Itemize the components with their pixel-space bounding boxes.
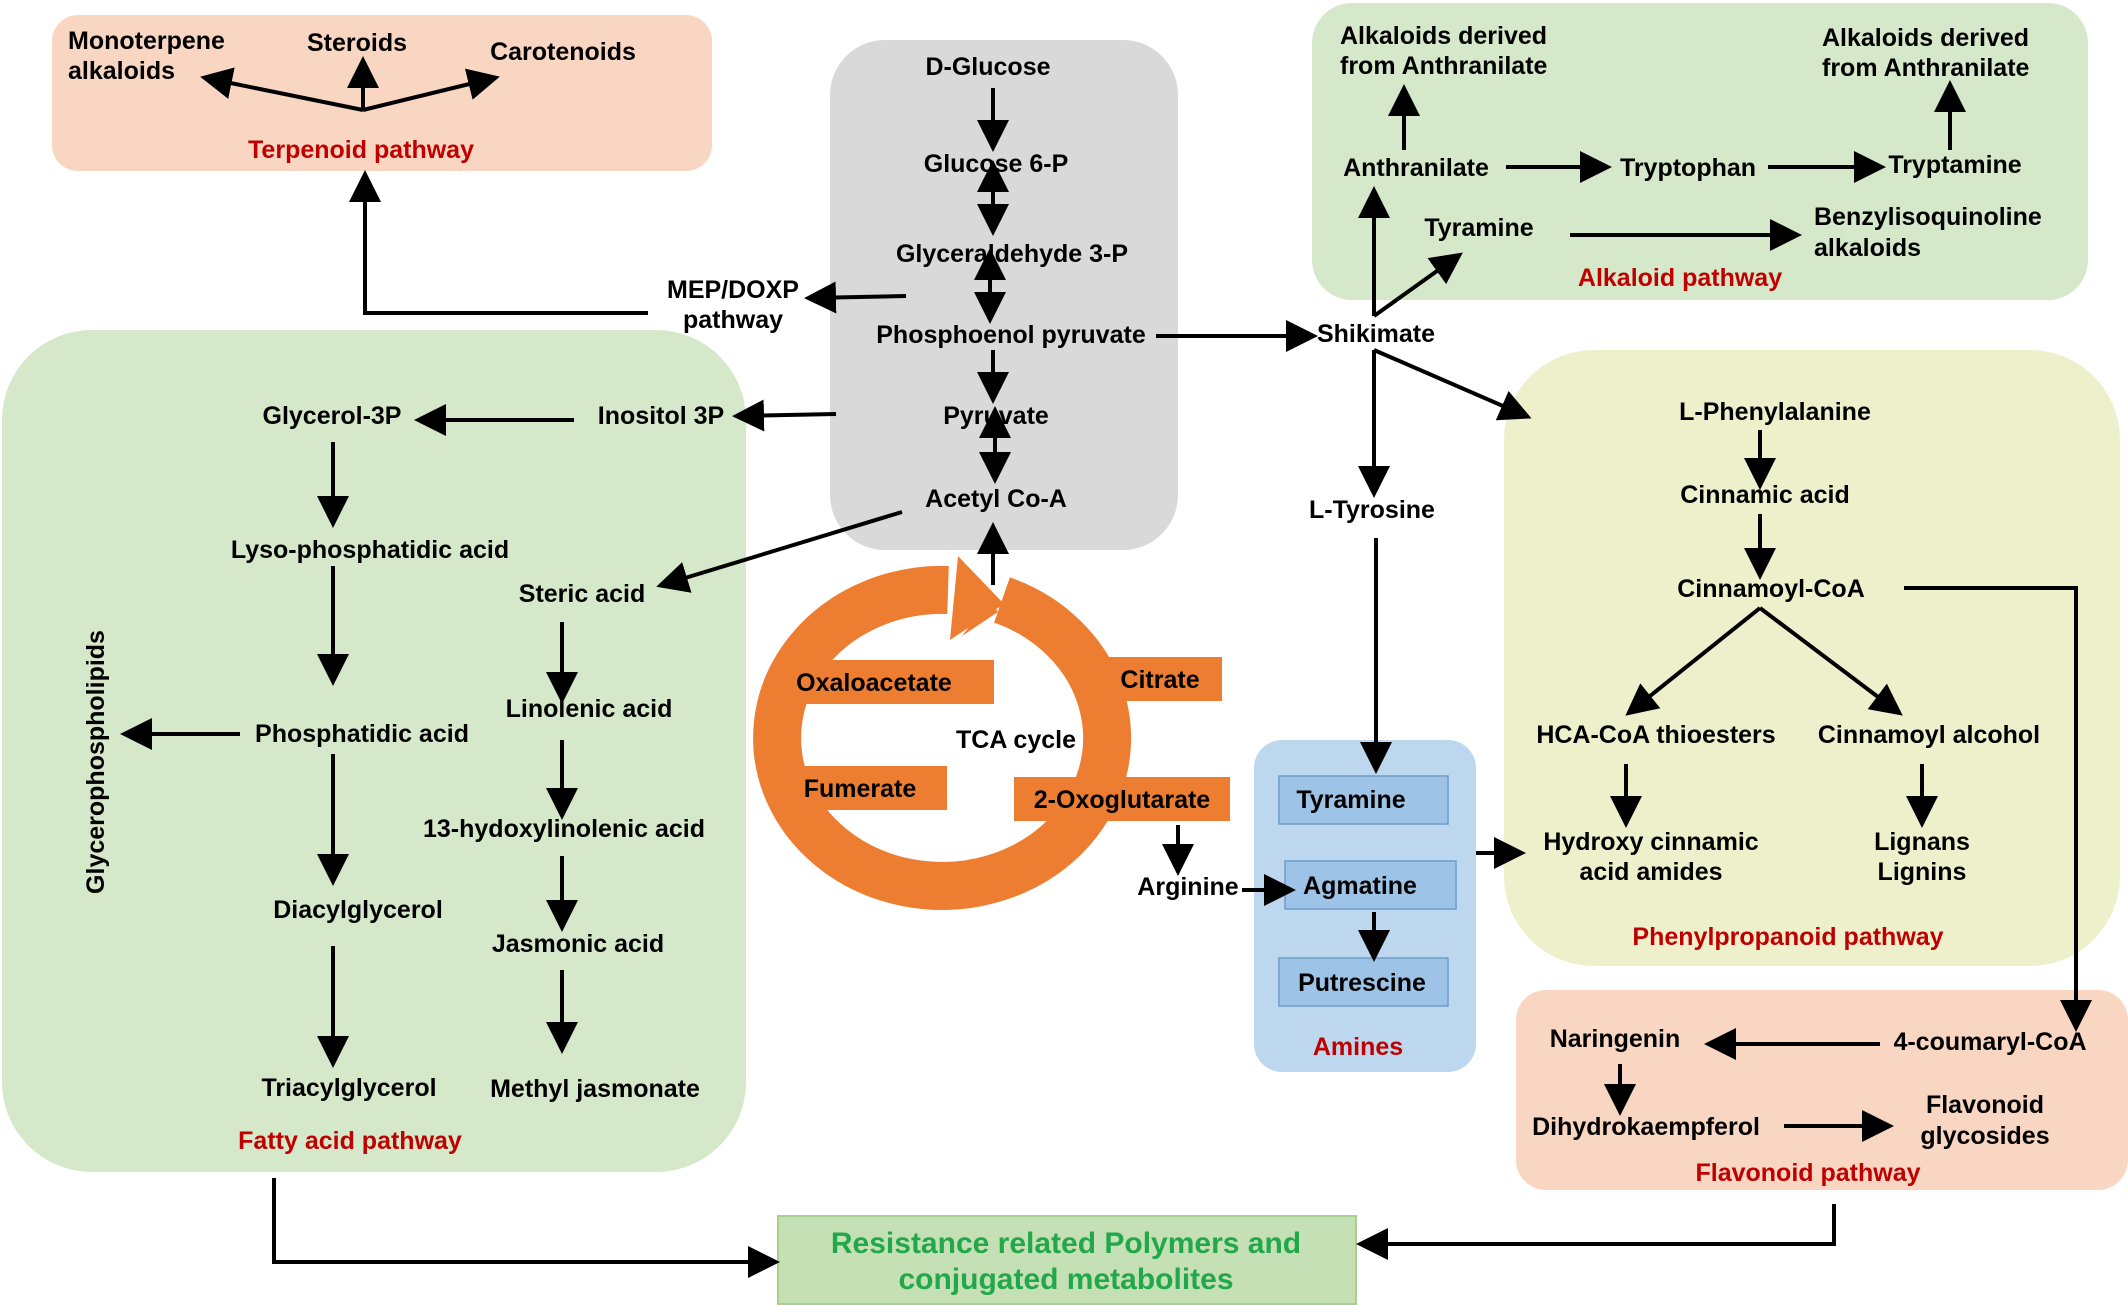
citrate-label: Citrate	[1120, 666, 1199, 694]
shikimate-label: Shikimate	[1317, 320, 1435, 348]
mep-doxp-label-1: MEP/DOXP	[667, 276, 799, 304]
alkaloids-derived-right-2: from Anthranilate	[1822, 54, 2030, 82]
dihydrokaempferol-label: Dihydrokaempferol	[1532, 1113, 1760, 1141]
benzylisoquinoline-label-2: alkaloids	[1814, 234, 1921, 262]
l-tyrosine-label: L-Tyrosine	[1309, 496, 1435, 524]
methyl-jasmonate-label: Methyl jasmonate	[490, 1075, 700, 1103]
carotenoids-label: Carotenoids	[490, 38, 636, 66]
tca-cycle-ring	[753, 556, 1132, 910]
cinnamic-acid-label: Cinnamic acid	[1680, 481, 1850, 509]
glyceraldehyde-3p-label: Glyceraldehyde 3-P	[896, 240, 1128, 268]
lignins-label: Lignins	[1878, 858, 1967, 886]
lignans-label: Lignans	[1874, 828, 1970, 856]
steric-acid-label: Steric acid	[519, 580, 645, 608]
resistance-label-2: conjugated metabolites	[898, 1263, 1233, 1296]
phenylpropanoid-pathway-box	[1504, 350, 2120, 966]
oxaloacetate-box	[778, 660, 994, 704]
glycerol-3p-label: Glycerol-3P	[263, 402, 402, 430]
tca-cycle-label: TCA cycle	[956, 726, 1076, 754]
alkaloid-pathway-title: Alkaloid pathway	[1578, 264, 1782, 292]
amine-tyramine-box	[1278, 775, 1449, 825]
amines-title: Amines	[1313, 1033, 1403, 1061]
cinnamoyl-alcohol-label: Cinnamoyl alcohol	[1818, 721, 2040, 749]
alkaloids-derived-left-2: from Anthranilate	[1340, 52, 1548, 80]
amine-putrescine-box	[1278, 957, 1449, 1007]
citrate-box	[1100, 657, 1222, 701]
inositol-3p-label: Inositol 3P	[598, 402, 724, 430]
fatty-acid-pathway-title: Fatty acid pathway	[238, 1127, 462, 1155]
oxaloacetate-label: Oxaloacetate	[796, 669, 952, 697]
d-glucose-label: D-Glucose	[925, 53, 1050, 81]
fumerate-box	[785, 766, 947, 810]
lyso-phosphatidic-acid-label: Lyso-phosphatidic acid	[231, 536, 509, 564]
oxoglutarate-label: 2-Oxoglutarate	[1034, 786, 1211, 814]
arrows	[120, 56, 2092, 1278]
terpenoid-pathway-box	[52, 15, 712, 171]
triacylglycerol-label: Triacylglycerol	[261, 1074, 436, 1102]
flavonoid-glycosides-label-2: glycosides	[1920, 1122, 2049, 1150]
tryptamine-label: Tryptamine	[1888, 151, 2021, 179]
acetyl-coa-label: Acetyl Co-A	[925, 485, 1067, 513]
glucose-6p-label: Glucose 6-P	[924, 150, 1069, 178]
cinnamoyl-coa-label: Cinnamoyl-CoA	[1677, 575, 1865, 603]
phenylpropanoid-pathway-title: Phenylpropanoid pathway	[1632, 923, 1943, 951]
monoterpene-label-1: Monoterpene	[68, 27, 225, 55]
linolenic-acid-label: Linolenic acid	[506, 695, 673, 723]
steroids-label: Steroids	[307, 29, 407, 57]
amine-tyramine-label: Tyramine	[1296, 786, 1405, 814]
l-phenylalanine-label: L-Phenylalanine	[1679, 398, 1871, 426]
pyruvate-label: Pyruvate	[943, 402, 1049, 430]
13-hydroxylinolenic-acid-label: 13-hydoxylinolenic acid	[423, 815, 705, 843]
resistance-label-1: Resistance related Polymers and	[831, 1227, 1301, 1260]
glycerophospholipids-label: Glycerophospholipids	[82, 630, 110, 894]
alkaloids-derived-right-1: Alkaloids derived	[1822, 24, 2029, 52]
arginine-label: Arginine	[1137, 873, 1238, 901]
hca-coa-thioesters-label: HCA-CoA thioesters	[1536, 721, 1775, 749]
alkaloids-derived-left-1: Alkaloids derived	[1340, 22, 1547, 50]
flavonoid-pathway-box	[1516, 990, 2128, 1190]
hydroxy-cinnamic-label-2: acid amides	[1579, 858, 1722, 886]
hydroxy-cinnamic-label-1: Hydroxy cinnamic	[1543, 828, 1758, 856]
flavonoid-glycosides-label-1: Flavonoid	[1926, 1091, 2044, 1119]
amine-agmatine-label: Agmatine	[1303, 872, 1417, 900]
fatty-acid-pathway-box	[2, 330, 746, 1172]
oxoglutarate-box	[1014, 777, 1230, 821]
alkaloid-pathway-box	[1312, 3, 2088, 300]
tryptophan-label: Tryptophan	[1620, 154, 1756, 182]
monoterpene-label-2: alkaloids	[68, 57, 175, 85]
4-coumaryl-coa-label: 4-coumaryl-CoA	[1893, 1028, 2086, 1056]
flavonoid-pathway-title: Flavonoid pathway	[1695, 1159, 1920, 1187]
diacylglycerol-label: Diacylglycerol	[273, 896, 443, 924]
mep-doxp-label-2: pathway	[683, 306, 783, 334]
amine-putrescine-label: Putrescine	[1298, 969, 1426, 997]
phosphoenol-pyruvate-label: Phosphoenol pyruvate	[876, 321, 1146, 349]
terpenoid-pathway-title: Terpenoid pathway	[248, 136, 474, 164]
jasmonic-acid-label: Jasmonic acid	[492, 930, 664, 958]
benzylisoquinoline-label-1: Benzylisoquinoline	[1814, 203, 2042, 231]
fumerate-label: Fumerate	[804, 775, 917, 803]
anthranilate-label: Anthranilate	[1343, 154, 1489, 182]
tyramine-alkaloid-label: Tyramine	[1424, 214, 1533, 242]
phosphatidic-acid-label: Phosphatidic acid	[255, 720, 469, 748]
naringenin-label: Naringenin	[1550, 1025, 1681, 1053]
